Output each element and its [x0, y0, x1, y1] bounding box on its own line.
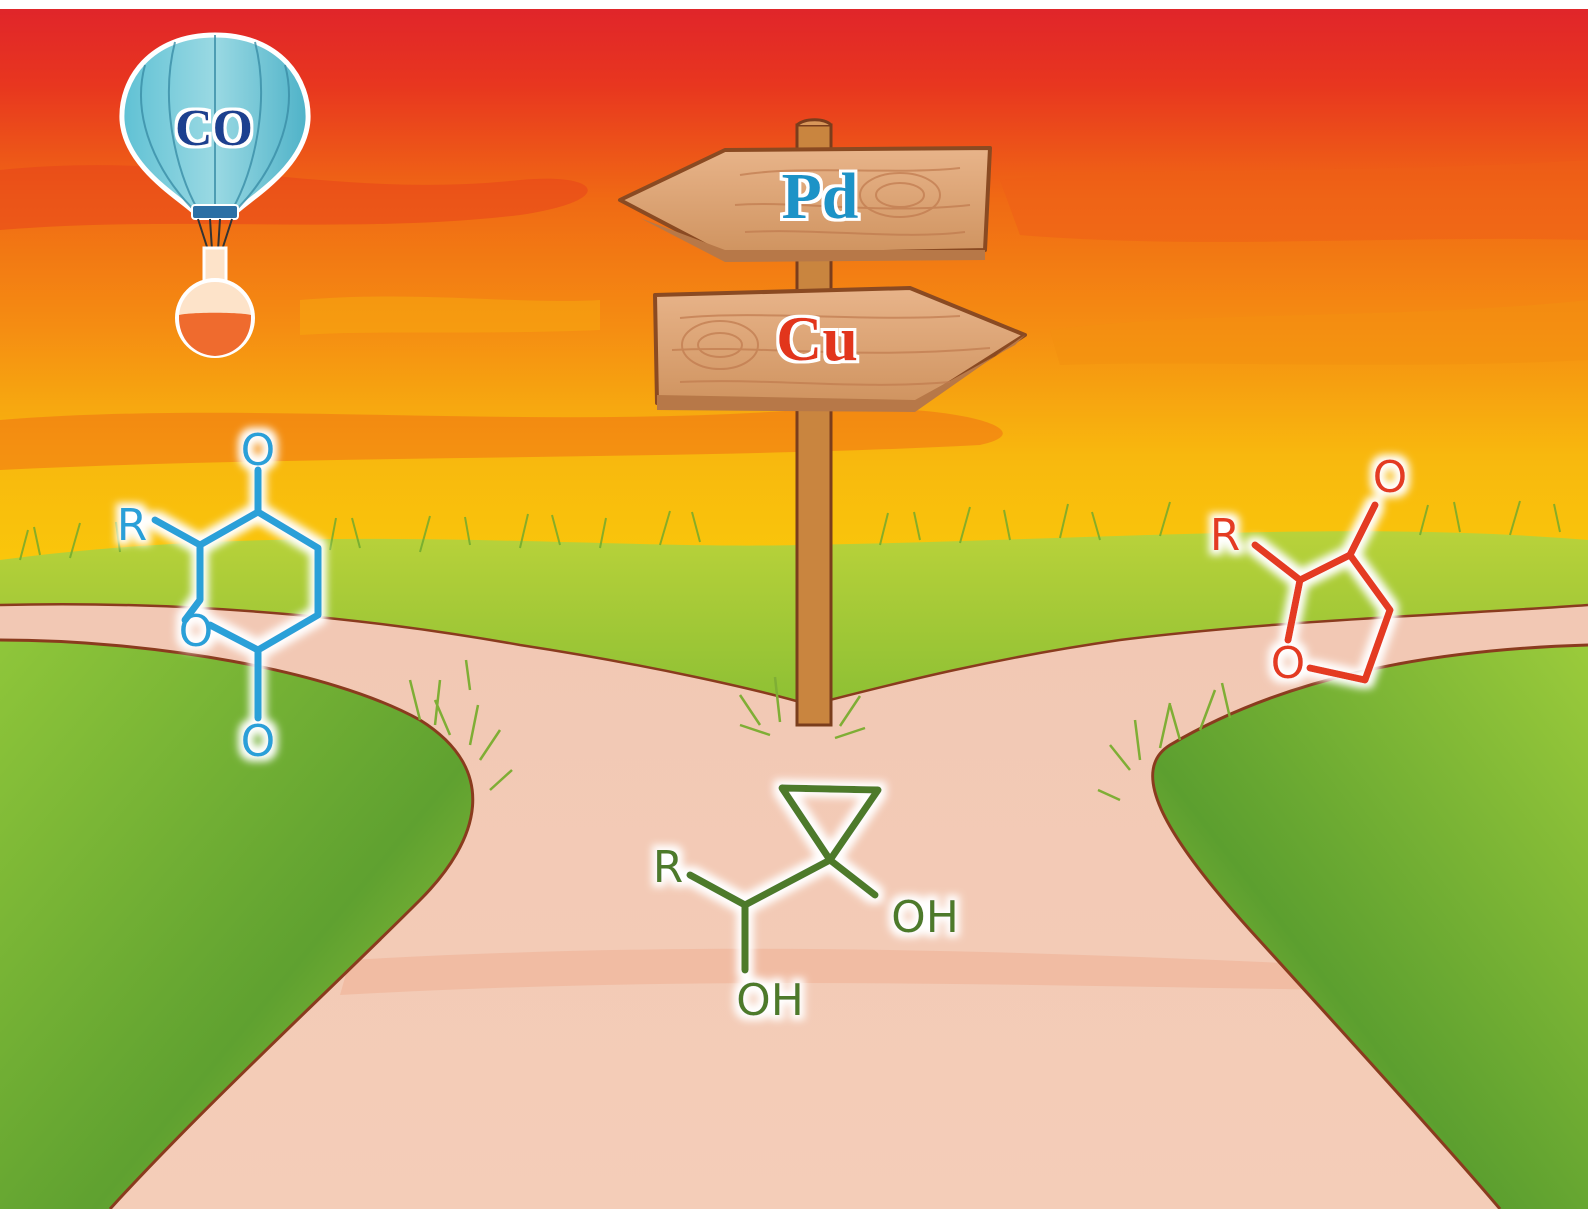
furanone-molecule: R O O: [1210, 452, 1408, 689]
hot-air-balloon-icon: CO: [119, 32, 311, 251]
balloon-co-label: CO: [175, 100, 253, 157]
horizon-grass: [19, 500, 1561, 561]
cyclopropanediol-molecule: R OH OH: [653, 784, 959, 1026]
cloud-streaks: [0, 160, 1588, 470]
dione-ring-o-label: O: [179, 606, 214, 657]
forked-road: [0, 604, 1588, 1209]
left-grass: [0, 640, 473, 1209]
dione-bottom-o-label: O: [241, 716, 276, 767]
right-grass: [1152, 645, 1588, 1209]
dione-top-o-label: O: [241, 425, 276, 476]
signpost: Pd Cu: [618, 118, 1027, 727]
diol-oh-bottom-label: OH: [736, 975, 804, 1026]
cu-sign-label: Cu: [776, 303, 858, 374]
diol-oh-right-label: OH: [891, 892, 959, 943]
pd-sign-label: Pd: [781, 160, 858, 233]
furanone-carbonyl-o-label: O: [1373, 452, 1408, 503]
furanone-r-label: R: [1210, 510, 1241, 561]
dioxane-dione-molecule: R O O O: [117, 425, 322, 767]
diol-r-label: R: [653, 842, 684, 893]
furanone-ring-o-label: O: [1271, 638, 1306, 689]
round-bottom-flask-icon: [175, 246, 255, 358]
dione-r-label: R: [117, 500, 148, 551]
